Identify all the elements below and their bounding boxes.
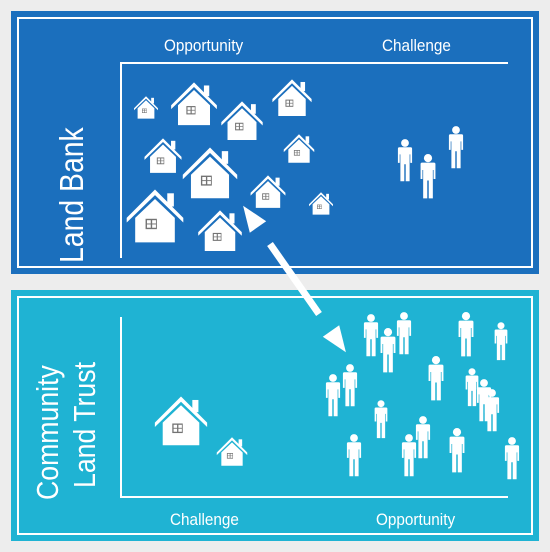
community-land-trust-people [325,312,520,480]
house-icon [171,82,217,126]
community-land-trust-challenge-label: Challenge [170,510,239,529]
person-icon [428,356,444,401]
house-icon [126,189,184,243]
land-bank-panel [11,11,539,274]
person-icon [374,400,388,439]
house-icon [250,175,286,208]
house-icon [283,134,315,163]
person-icon [415,416,431,459]
person-icon [465,368,479,407]
community-land-trust-houses [154,396,248,466]
person-icon [448,126,464,169]
double-arrow-icon [243,205,346,353]
house-icon [154,396,208,446]
house-icon [198,210,242,252]
person-icon [380,328,396,373]
house-icon [309,192,333,215]
community-land-trust-panel [11,290,539,541]
land-bank-frame [17,17,533,268]
person-icon [342,364,358,407]
person-icon [363,314,379,357]
house-icon [182,147,238,199]
land-bank-opportunity-label: Opportunity [164,36,244,55]
person-icon [397,139,413,182]
person-icon [504,437,520,480]
person-icon [325,374,341,417]
community-land-trust-frame [17,296,533,535]
house-icon [272,79,312,116]
person-icon [449,428,465,473]
person-icon [396,312,412,355]
person-icon [346,434,362,477]
person-icon [401,434,417,477]
house-icon [221,101,263,140]
house-icon [216,437,248,466]
community-land-trust-opportunity-label: Opportunity [376,510,456,529]
land-bank-axes [120,62,508,258]
land-bank-people [397,126,464,199]
house-icon [144,138,182,173]
person-icon [458,312,474,357]
community-land-trust-axes [120,317,508,498]
land-bank-houses [126,79,333,252]
person-icon [420,154,436,199]
person-icon [494,322,508,361]
land-bank-challenge-label: Challenge [382,36,451,55]
house-icon [134,96,158,119]
